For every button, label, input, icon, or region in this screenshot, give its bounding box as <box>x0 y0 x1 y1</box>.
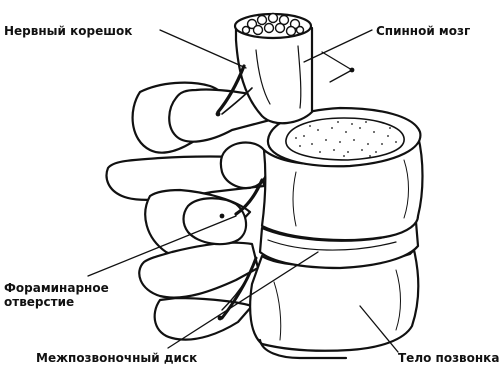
label-foramen-line1: Фораминарное <box>4 281 109 295</box>
label-foramen-line2: отверстие <box>4 295 109 309</box>
label-vertebral-body: Тело позвонка <box>398 351 499 365</box>
label-intervertebral-disc: Межпозвоночный диск <box>36 351 197 365</box>
leader-spinal-cord-branch <box>322 52 352 70</box>
label-nerve-root: Нервный корешок <box>4 24 132 38</box>
label-foramen: Фораминарное отверстие <box>4 281 109 309</box>
endplate-surface <box>286 118 404 160</box>
leader-nerve-root <box>160 30 246 68</box>
leader-spinal-cord-branch-2 <box>330 70 352 82</box>
label-spinal-cord: Спинной мозг <box>376 24 470 38</box>
leader-spinal-cord <box>304 30 372 62</box>
lower-facet-joint <box>184 198 247 244</box>
